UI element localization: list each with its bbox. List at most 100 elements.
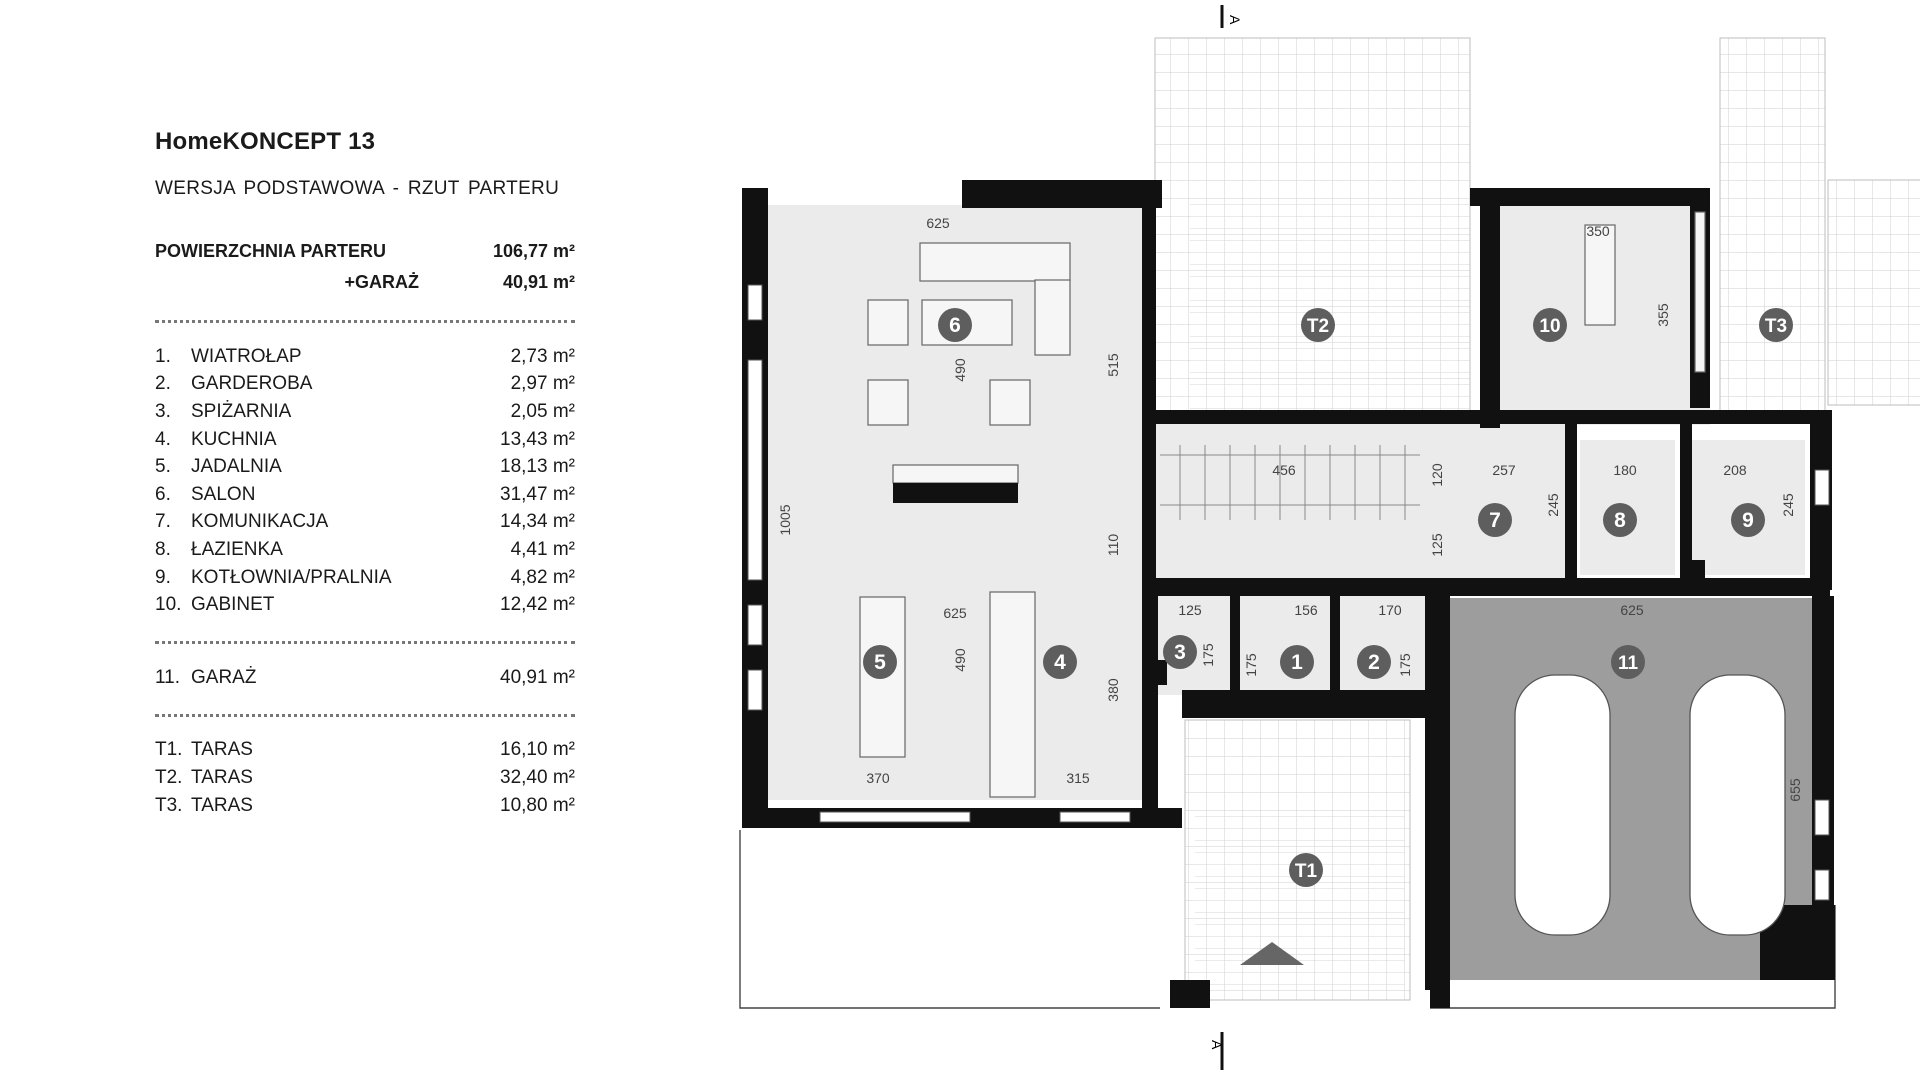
fireplace: [893, 483, 1018, 503]
dimension-label: 625: [926, 215, 950, 231]
terraces: [739, 37, 1920, 1009]
room-badge-t3: T3: [1759, 308, 1793, 342]
room-number: T3.: [155, 794, 183, 816]
room-badge-label: 11: [1618, 653, 1639, 674]
room-badge-4: 4: [1043, 645, 1077, 679]
room-name: KUCHNIA: [191, 428, 277, 450]
car-left: [1514, 674, 1611, 936]
room-area: 14,34 m²: [500, 511, 575, 533]
room-badge-5: 5: [863, 645, 897, 679]
dimension-label: 125: [1178, 602, 1202, 618]
room-area: 31,47 m²: [500, 483, 575, 505]
windows: [747, 284, 1830, 901]
room-badge-label: T2: [1307, 316, 1329, 337]
room-badge-10: 10: [1533, 308, 1567, 342]
kitchen-counter: [989, 591, 1036, 798]
sofa-back: [919, 242, 1071, 282]
dimension-label: 110: [1105, 534, 1121, 557]
project-title: HomeKONCEPT 13: [155, 128, 376, 155]
room-badge-label: 5: [874, 651, 886, 674]
dimension-label: 156: [1294, 602, 1318, 618]
room-name: TARAS: [191, 766, 253, 788]
entrance-arrow-icon: [1240, 942, 1304, 965]
room-area: 32,40 m²: [500, 766, 575, 788]
room-badge-label: 3: [1174, 641, 1186, 664]
room-area: 12,42 m²: [500, 594, 575, 616]
garage-cars: [1514, 674, 1786, 936]
room-number: 3.: [155, 400, 171, 422]
garage-list: 11. GARAŻ 40,91 m²: [155, 664, 575, 692]
room-name: TARAS: [191, 794, 253, 816]
room-area: 10,80 m²: [500, 794, 575, 816]
room-badge-label: 1: [1291, 651, 1303, 674]
room-badge-label: 7: [1489, 509, 1501, 532]
terrace-t2-decking: [1190, 195, 1470, 410]
legend-panel: HomeKONCEPT 13 WERSJA PODSTAWOWA - RZUT …: [155, 128, 575, 819]
staircase: [1160, 445, 1420, 520]
plan-subtitle: WERSJA PODSTAWOWA - RZUT PARTERU: [155, 178, 560, 199]
room-area: 18,13 m²: [500, 456, 575, 478]
room-row: 3. SPIŻARNIA 2,05 m²: [155, 398, 575, 426]
room-row: T3. TARAS 10,80 m²: [155, 792, 575, 820]
armchair: [867, 299, 909, 346]
room-name: GARAŻ: [191, 666, 257, 688]
room-number: T1.: [155, 739, 183, 761]
room-number: 10.: [155, 594, 182, 616]
room-area: 2,05 m²: [510, 400, 575, 422]
garage-total-label: +GARAŻ: [344, 272, 419, 292]
dimension-label: 625: [943, 605, 967, 621]
boiler: [1680, 560, 1705, 582]
terrace-t3-area: [1719, 37, 1826, 419]
terrace-t3-extension: [1827, 179, 1920, 406]
room-name: KOMUNIKACJA: [191, 511, 329, 533]
room-badge-label: 2: [1368, 651, 1380, 674]
dimension-label: 125: [1429, 533, 1445, 557]
room-row: 10. GABINET 12,42 m²: [155, 591, 575, 619]
dimension-label: 245: [1545, 493, 1561, 517]
dimension-label: 120: [1429, 463, 1445, 487]
furniture: [859, 211, 1706, 798]
room-number: 5.: [155, 456, 171, 478]
dotted-divider: [155, 713, 575, 717]
room-badge-label: T3: [1765, 316, 1787, 337]
wardrobe-floor: [1338, 590, 1433, 695]
room-badge-7: 7: [1478, 503, 1512, 537]
terrace-t1-decking: [1195, 815, 1405, 995]
room-badge-t1: T1: [1289, 853, 1323, 887]
total-area-label: POWIERZCHNIA PARTERU: [155, 241, 386, 261]
dimension-label: 175: [1397, 653, 1413, 677]
room-badge-label: 9: [1742, 509, 1754, 532]
room-number: 1.: [155, 345, 171, 367]
armchair: [989, 379, 1031, 426]
section-markers: A A: [1209, 5, 1243, 1070]
room-area: 4,82 m²: [510, 566, 575, 588]
room-badge-1: 1: [1280, 645, 1314, 679]
room-name: GABINET: [191, 594, 275, 616]
room-badge-label: 4: [1054, 651, 1066, 674]
room-row: 11. GARAŻ 40,91 m²: [155, 664, 575, 692]
dimension-label: 208: [1723, 462, 1747, 478]
dotted-divider: [155, 320, 575, 323]
room-badge-label: 10: [1539, 316, 1560, 337]
room-name: SPIŻARNIA: [191, 400, 292, 422]
vestibule-floor: [1235, 590, 1330, 695]
room-name: TARAS: [191, 739, 253, 761]
dimension-label: 315: [1066, 770, 1090, 786]
total-area-row: POWIERZCHNIA PARTERU 106,77 m²: [155, 236, 575, 267]
room-badge-2: 2: [1357, 645, 1391, 679]
room-area: 2,97 m²: [510, 373, 575, 395]
section-marker-bottom: A: [1209, 1040, 1225, 1050]
fireplace-bench: [892, 464, 1019, 484]
room-area: 40,91 m²: [500, 666, 575, 688]
hall-floor: [1150, 420, 1570, 580]
room-name: GARDEROBA: [191, 373, 313, 395]
room-number: 11.: [155, 666, 181, 688]
